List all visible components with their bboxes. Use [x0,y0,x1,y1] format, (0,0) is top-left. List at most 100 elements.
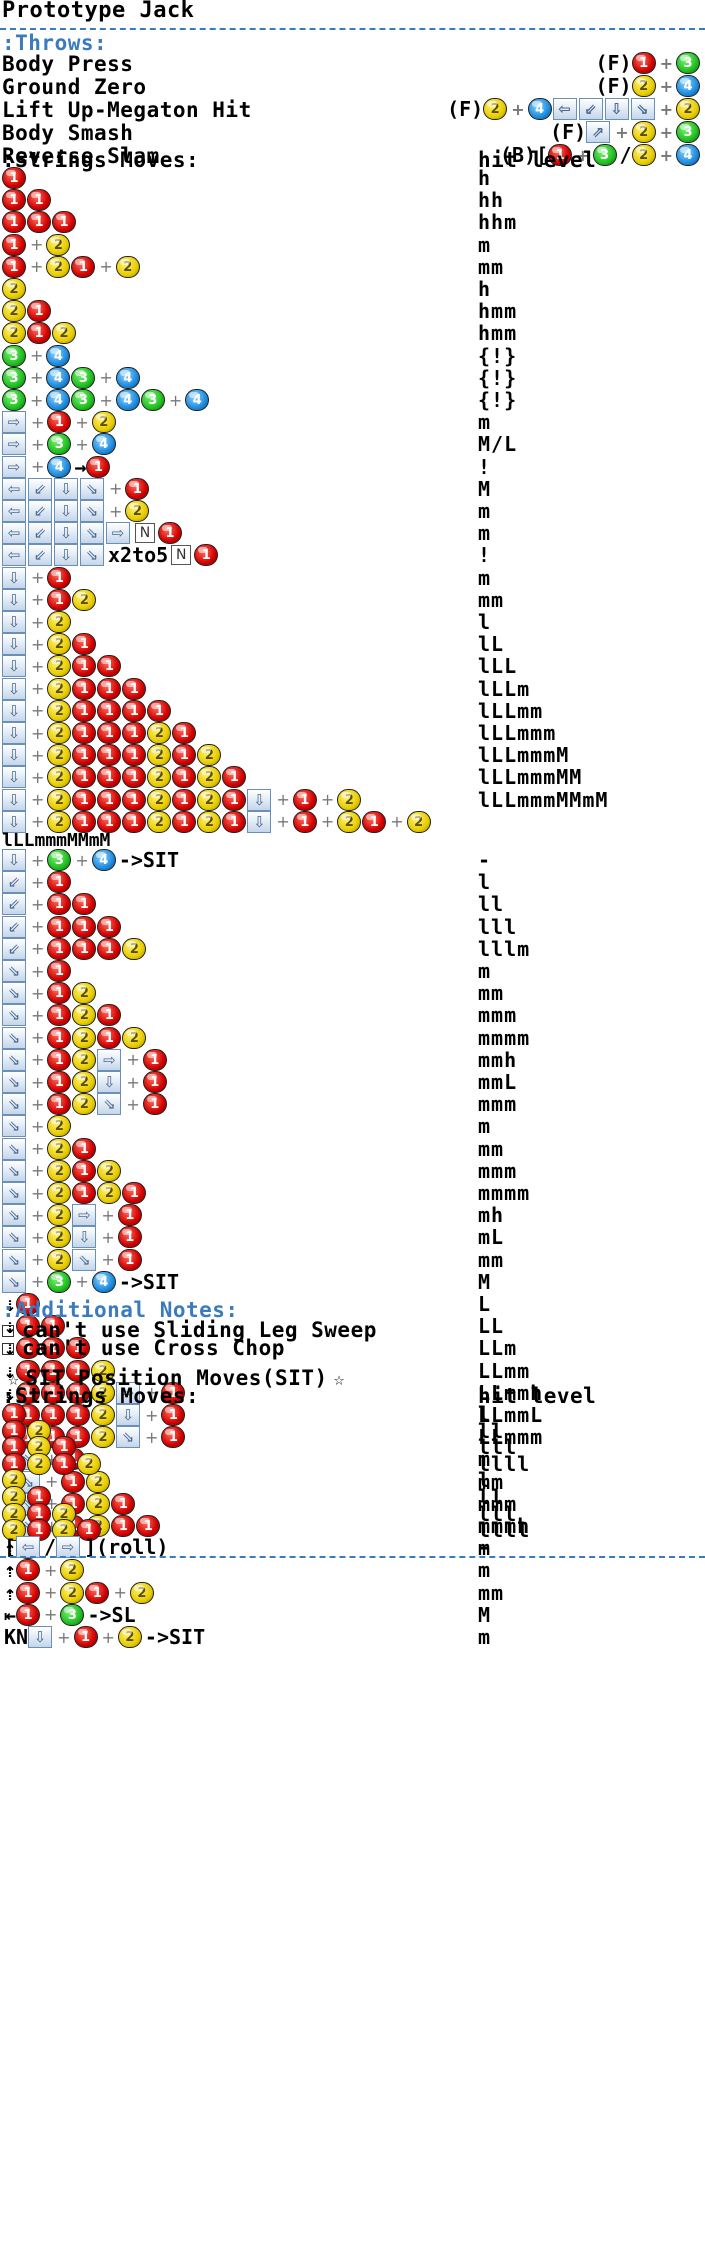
plus-icon: + [75,1272,89,1292]
plus-icon: + [31,1205,45,1225]
string-command: ⇦⇙⇩⇘+1 [2,477,150,501]
hit-level: mm [478,587,505,612]
hit-level: m [478,959,492,983]
button-1-icon: 1 [172,788,197,811]
direction-arrow-icon: ⇙ [2,937,26,960]
hit-level: lLLm [478,676,531,701]
button-1-icon: 1 [122,788,147,811]
button-1-icon: 1 [631,52,656,74]
hit-level: h [478,277,492,301]
button-1-icon: 1 [122,810,147,833]
plus-icon: + [31,612,45,632]
button-2-icon: 2 [122,937,147,960]
plus-icon: + [30,390,44,410]
direction-arrow-icon: ⇨ [56,1535,81,1558]
button-1-icon: 1 [16,1337,41,1360]
button-1-icon: 1 [47,1071,72,1093]
hit-level: mm [478,254,505,279]
direction-arrow-icon: ⇘ [2,1248,26,1271]
command-text: ⇣ [4,1380,17,1405]
button-1-icon: 1 [47,893,72,916]
button-1-icon: 1 [47,1048,72,1071]
notes-header: :Additional Notes: [2,1298,239,1322]
button-1-icon: 1 [2,167,26,189]
button-3-icon: 3 [71,366,96,389]
plus-icon: + [31,1272,45,1292]
button-1-icon: 1 [2,233,26,256]
button-1-icon: 1 [117,1248,142,1271]
button-1-icon: 1 [41,1315,66,1338]
direction-arrow-icon: ⇘ [2,1182,26,1204]
direction-arrow-icon: ⇩ [54,500,78,522]
button-2-icon: 2 [97,1159,122,1182]
plus-icon: + [276,812,290,832]
button-1-icon: 1 [72,915,97,938]
button-2-icon: 2 [337,788,362,811]
plus-icon: + [101,1627,115,1647]
button-4-icon: 4 [185,389,210,411]
plus-icon: + [31,961,45,981]
button-1-icon: 1 [548,144,573,166]
button-1-icon: 1 [47,960,72,982]
hit-level: lLL [478,654,518,679]
direction-arrow-icon: ⇩ [604,98,629,120]
button-1-icon: 1 [27,189,51,212]
hit-level: h [478,166,492,190]
button-1-icon: 1 [97,744,122,767]
direction-arrow-icon: ⇦ [2,477,26,500]
command-text: ->SIT [144,1625,206,1649]
plus-icon: + [101,1227,115,1247]
button-2-icon: 2 [72,1004,97,1027]
button-1-icon: 1 [194,544,219,567]
hit-level: M [478,1602,492,1627]
button-1-icon: 1 [111,1492,136,1515]
plus-icon: + [31,590,45,610]
button-3-icon: 3 [2,389,26,411]
direction-arrow-icon: ⇙ [28,477,52,500]
plus-icon: + [44,1583,58,1603]
button-2-icon: 2 [2,1486,26,1508]
command-text: ](roll) [84,1534,169,1559]
hit-level: mm [478,1580,505,1605]
button-1-icon: 1 [97,788,122,811]
command-text: / [44,1534,57,1559]
button-1-icon: 1 [27,322,51,345]
button-2-icon: 2 [147,766,172,789]
command-text: ->SIT [118,848,180,872]
plus-icon: + [31,1227,45,1247]
neutral-icon: N [135,523,155,544]
sit-strings-header: :Strings Moves: [2,1384,200,1408]
plus-icon: + [31,745,45,765]
command-text: ⇣ [4,1292,17,1316]
direction-arrow-icon: ⇘ [2,1204,26,1227]
plus-icon: + [31,634,45,654]
button-2-icon: 2 [72,588,97,611]
button-2-icon: 2 [60,1559,85,1582]
button-2-icon: 2 [676,98,700,120]
hit-level: - [478,848,492,872]
command-text: ⇡ [4,1580,17,1605]
command-text: ->SIT [118,1269,180,1294]
direction-arrow-icon: ⇨ [2,455,26,478]
button-2-icon: 2 [122,1026,147,1049]
string-command: ⇘+1 [2,959,72,983]
hit-level: lll [478,914,518,939]
button-1-icon: 1 [16,1293,41,1315]
button-3-icon: 3 [60,1603,85,1626]
plus-icon: + [31,656,45,676]
direction-arrow-icon: ⇩ [2,588,26,611]
hit-level: mmh [478,1047,518,1072]
